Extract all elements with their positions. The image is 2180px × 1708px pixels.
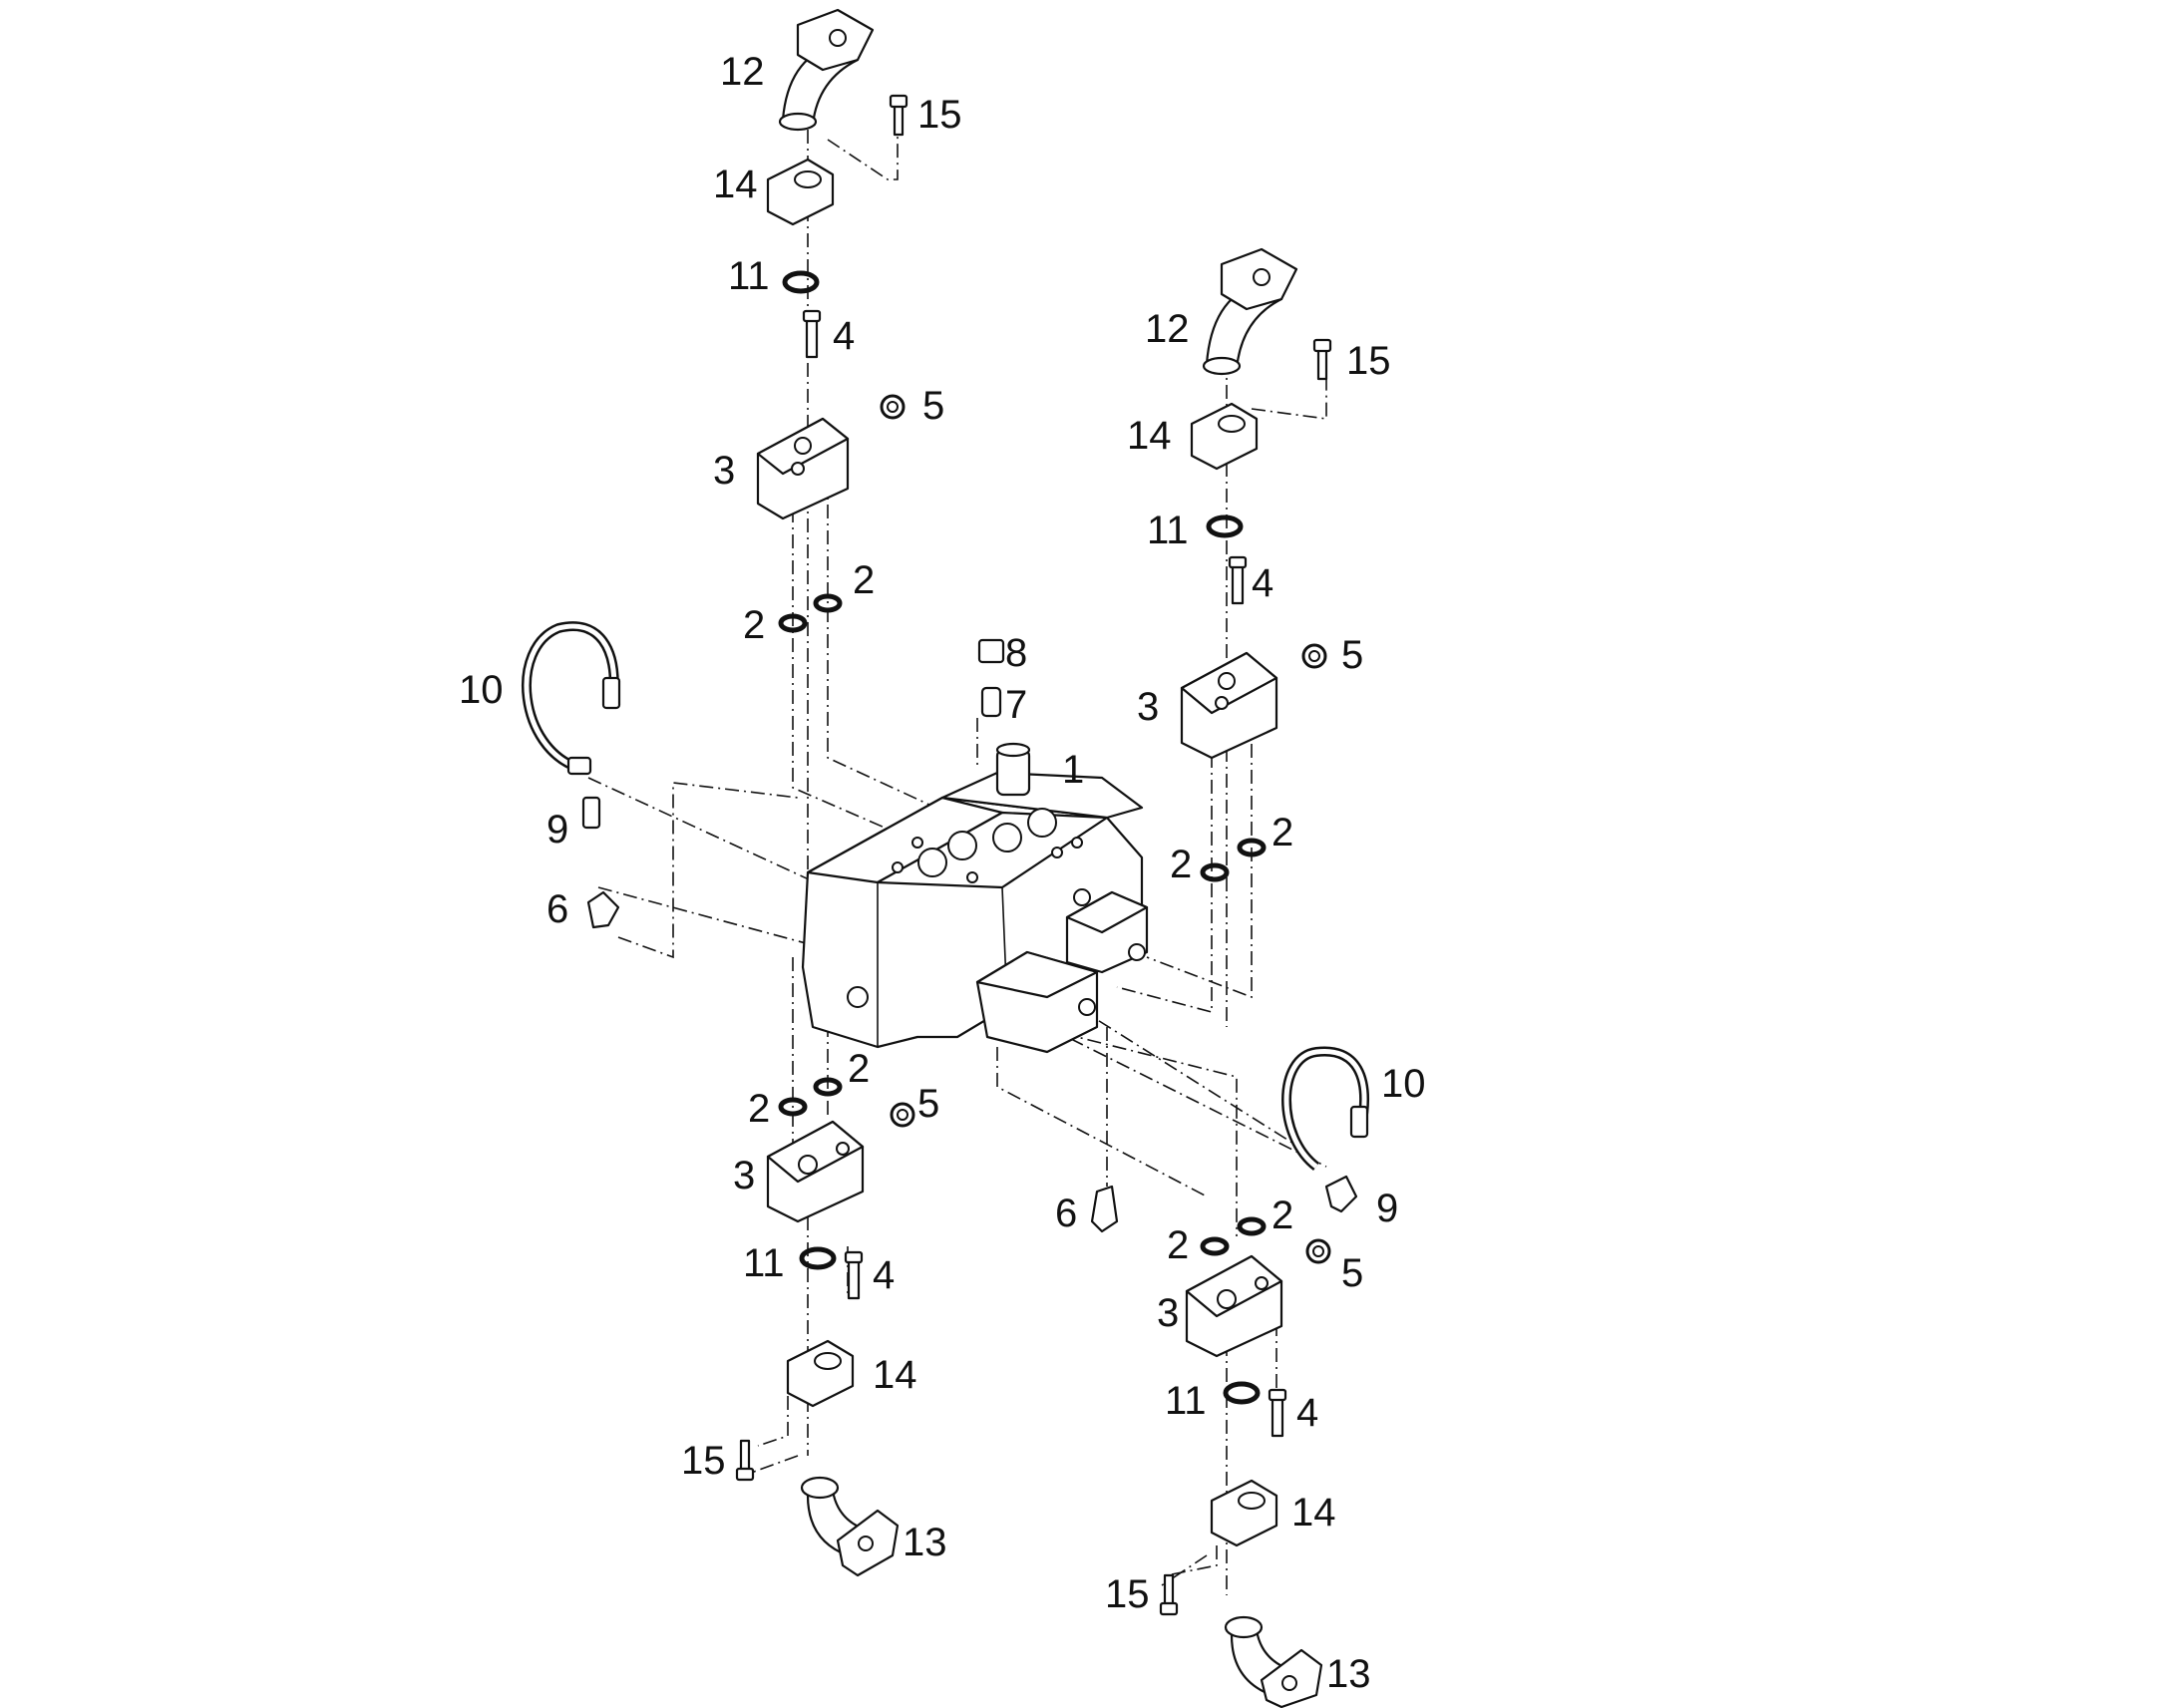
o-rings	[778, 270, 1267, 1405]
callout-4: 4	[1252, 561, 1273, 605]
callout-5: 5	[922, 384, 944, 428]
split-flanges	[766, 158, 1278, 1547]
callout-15: 15	[1346, 339, 1391, 383]
callout-8: 8	[1005, 631, 1027, 675]
callout-5: 5	[1341, 1251, 1363, 1295]
callout-3: 3	[713, 449, 735, 493]
callout-14: 14	[873, 1353, 917, 1397]
callout-10: 10	[1381, 1062, 1426, 1106]
callout-4: 4	[1296, 1391, 1318, 1435]
callout-11: 11	[1147, 509, 1189, 552]
callout-2: 2	[848, 1047, 870, 1091]
callout-11: 11	[743, 1241, 785, 1285]
callout-12: 12	[1145, 307, 1190, 351]
flange-blocks	[756, 417, 1283, 1358]
callout-2: 2	[1272, 811, 1293, 854]
callout-13: 13	[1326, 1652, 1371, 1696]
socket-head-screws	[802, 309, 1287, 1438]
bolts	[735, 94, 1332, 1616]
callout-2: 2	[1170, 843, 1192, 886]
plugs	[880, 394, 1331, 1264]
callout-14: 14	[1127, 414, 1172, 458]
callout-2: 2	[748, 1087, 770, 1131]
callout-labels: 1 2 2 2 2 2 2 2 2 3 3 3 3 4 4 4 4 5 5 5 …	[459, 50, 1426, 1696]
callout-11: 11	[728, 254, 770, 298]
callout-15: 15	[1105, 1572, 1150, 1616]
callout-3: 3	[733, 1154, 755, 1197]
callout-14: 14	[1291, 1491, 1336, 1535]
callout-5: 5	[917, 1082, 939, 1126]
callout-1: 1	[1062, 748, 1084, 792]
elbow-fittings	[778, 8, 1323, 1708]
callout-15: 15	[681, 1439, 726, 1483]
callout-4: 4	[873, 1253, 895, 1297]
control-valve-block	[801, 742, 1149, 1054]
callout-2: 2	[853, 558, 875, 602]
callout-13: 13	[903, 1521, 947, 1564]
callout-15: 15	[917, 93, 962, 137]
callout-3: 3	[1137, 685, 1159, 729]
callout-10: 10	[459, 668, 504, 712]
callout-2: 2	[1272, 1194, 1293, 1237]
callout-5: 5	[1341, 633, 1363, 677]
callout-2: 2	[743, 603, 765, 647]
callout-12: 12	[720, 50, 765, 94]
callout-6: 6	[1055, 1192, 1077, 1235]
callout-14: 14	[713, 163, 758, 206]
fittings	[581, 638, 1358, 1233]
callout-9: 9	[546, 808, 568, 852]
assembly-leader-lines	[587, 70, 1327, 1595]
callout-7: 7	[1005, 683, 1027, 727]
callout-3: 3	[1157, 1291, 1179, 1335]
callout-9: 9	[1376, 1187, 1398, 1230]
callout-2: 2	[1167, 1223, 1189, 1267]
callout-11: 11	[1165, 1379, 1207, 1423]
callout-6: 6	[546, 887, 568, 931]
callout-4: 4	[833, 314, 855, 358]
hoses	[522, 621, 1369, 1171]
